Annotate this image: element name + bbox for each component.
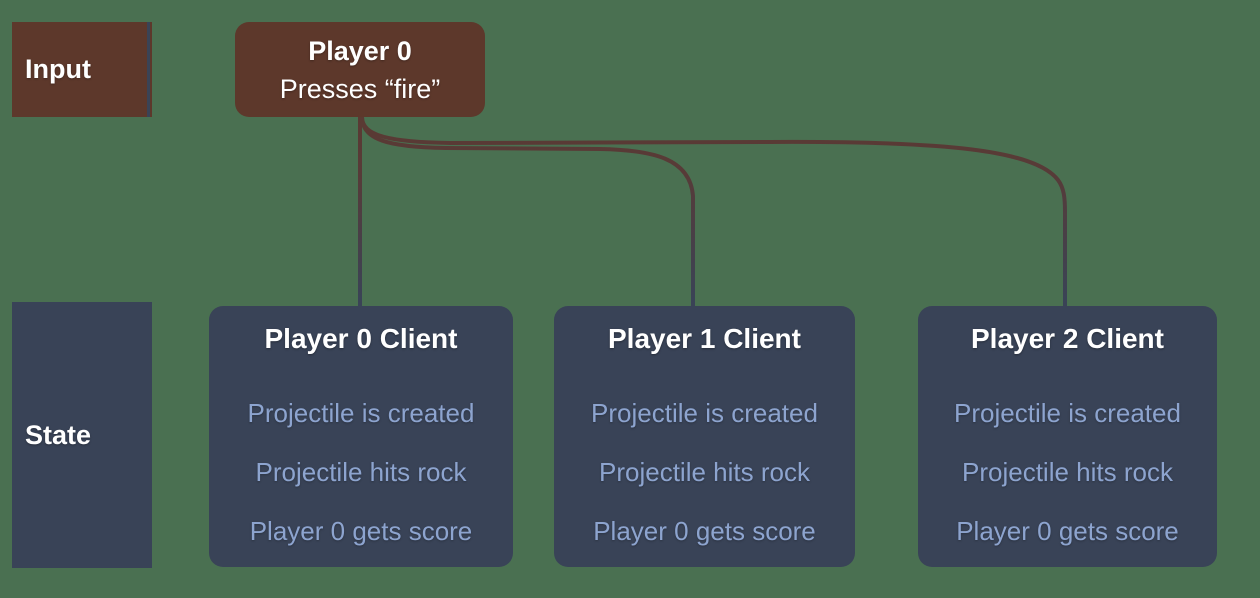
client-title: Player 0 Client xyxy=(264,323,458,354)
row-label-input-text: Input xyxy=(25,54,91,84)
input-event-title: Player 0 xyxy=(308,36,412,66)
client-event: Projectile is created xyxy=(954,398,1181,428)
client-event: Player 0 gets score xyxy=(249,516,473,546)
client-event: Projectile hits rock xyxy=(255,457,467,487)
input-event-node: Player 0 Presses “fire” xyxy=(235,22,485,117)
client-box-player0: Player 0 Client Projectile is created Pr… xyxy=(209,306,513,567)
client-event: Projectile hits rock xyxy=(599,457,810,487)
client-event: Projectile is created xyxy=(591,398,818,428)
row-label-input: Input xyxy=(12,22,152,117)
connector-player1-client xyxy=(360,116,695,306)
client-title: Player 1 Client xyxy=(608,323,801,354)
input-event-action: Presses “fire” xyxy=(279,74,441,104)
client-box-player1: Player 1 Client Projectile is created Pr… xyxy=(554,306,855,567)
client-event: Projectile hits rock xyxy=(962,457,1173,487)
client-event: Player 0 gets score xyxy=(593,516,816,546)
connector-player2-client xyxy=(360,116,1067,306)
client-box-player2: Player 2 Client Projectile is created Pr… xyxy=(918,306,1217,567)
row-label-state: State xyxy=(12,302,152,568)
input-label-edge-strip xyxy=(147,22,150,117)
client-event: Projectile is created xyxy=(247,398,475,428)
row-label-state-text: State xyxy=(25,419,92,450)
client-title: Player 2 Client xyxy=(971,323,1164,354)
client-event: Player 0 gets score xyxy=(956,516,1179,546)
